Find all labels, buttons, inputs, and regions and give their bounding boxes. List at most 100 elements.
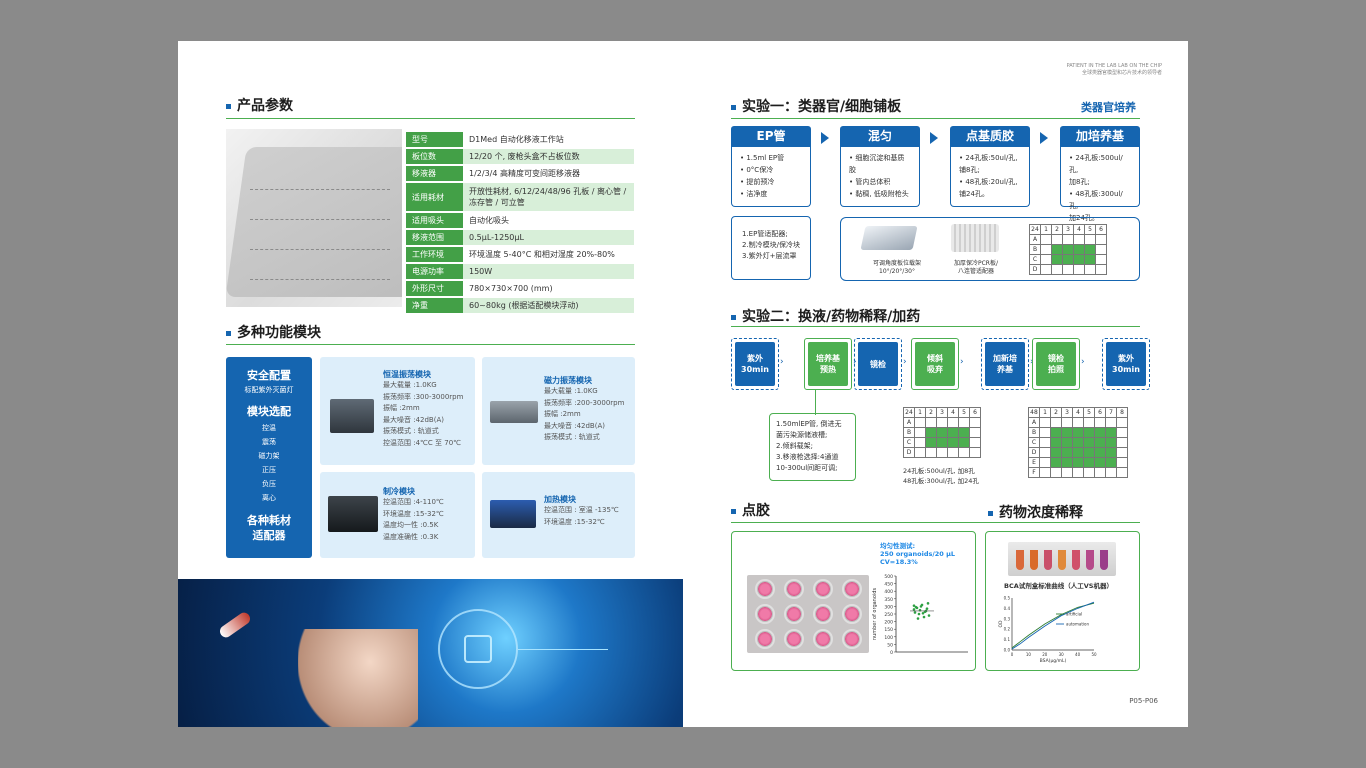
grid-row-label: E <box>1028 457 1040 468</box>
arrow-right-icon: › <box>780 357 784 367</box>
grid-row: A <box>903 417 981 428</box>
grid-well <box>958 417 970 428</box>
grid-col-label: 6 <box>1095 224 1107 235</box>
module-spec-line: 控温范围 :4-110℃ <box>383 498 444 506</box>
param-key: 移液范围 <box>406 230 463 245</box>
grid-row: B <box>1029 244 1107 255</box>
cooling-device-icon <box>328 496 378 532</box>
organoid-well <box>813 579 833 599</box>
hero-tech-image <box>178 579 683 727</box>
organoid-well <box>784 579 804 599</box>
scatter-point <box>914 605 918 609</box>
grid-well <box>1039 447 1051 458</box>
grid-well <box>925 447 937 458</box>
grid-well <box>1050 447 1062 458</box>
grid-col-label: 2 <box>1050 407 1062 418</box>
modules-heading: 多种功能模块 <box>226 322 321 342</box>
grid-well <box>936 427 948 438</box>
right-page: PATIENT IN THE LAB LAB ON THE CHIP 全球类器官… <box>683 41 1188 727</box>
consumable-title-b: 适配器 <box>252 529 286 542</box>
organoid-well <box>842 579 862 599</box>
flow-step-label: 镜检拍照 <box>1036 342 1076 386</box>
drug-heading: 药物浓度稀释 <box>988 502 1083 522</box>
param-value: D1Med 自动化移液工作站 <box>469 135 564 144</box>
option-item: 震荡 <box>262 438 276 446</box>
param-row: 适用吸头自动化吸头 <box>406 213 634 228</box>
grid-well <box>1084 264 1096 275</box>
grid-well <box>925 417 937 428</box>
grid-row: F <box>1028 467 1128 478</box>
bullet-icon <box>226 103 231 109</box>
grid-well <box>914 437 926 448</box>
arrow-right-icon: › <box>1030 357 1034 367</box>
grid-row-label: F <box>1028 467 1040 478</box>
organoid-well <box>755 629 775 649</box>
note-line: 3.紫外灯+层流罩 <box>742 252 797 260</box>
grid-well <box>925 427 937 438</box>
step-body: • 24孔板:50ul/孔, 铺8孔;• 48孔板:20ul/孔, 铺24孔。 <box>950 147 1030 207</box>
step-body: • 24孔板:500ul/孔, 加8孔;• 48孔板:300ul/孔, 加24孔… <box>1060 147 1140 222</box>
param-value: 150W <box>463 264 634 279</box>
grid-col-label: 6 <box>1094 407 1106 418</box>
grid-row-label: A <box>1029 234 1041 245</box>
grid-well <box>1072 447 1084 458</box>
scatter-point <box>912 604 916 607</box>
grid-well <box>1061 437 1073 448</box>
organoid-well-photo <box>747 575 869 653</box>
grid-well <box>958 437 970 448</box>
scatter-point <box>926 602 930 605</box>
grid-well <box>1051 264 1063 275</box>
note-line: 2.制冷模块/保冷块 <box>742 241 801 249</box>
scatter-point <box>920 603 924 607</box>
arrow-right-icon: › <box>903 357 907 367</box>
step-line: • 24孔板:500ul/孔, <box>1069 154 1123 174</box>
grid-well <box>1051 254 1063 265</box>
exp2-note-box: 1.50mlEP管, 倒进无菌污染源储液槽;2.倾斜载架;3.移液枪选择:4通道… <box>769 413 856 481</box>
y-tick-label: 0.0 <box>1004 648 1011 653</box>
grid-well <box>1051 234 1063 245</box>
grid-row-label: A <box>1028 417 1040 428</box>
grid-well <box>969 427 981 438</box>
dot-rule <box>731 522 1140 523</box>
y-tick-label: 350 <box>884 597 893 603</box>
option-item: 负压 <box>262 480 276 488</box>
grid-well <box>1094 427 1106 438</box>
grid-col-label: 4 <box>1072 407 1084 418</box>
x-tick-label: 30 <box>1059 652 1065 657</box>
exp2-heading: 实验二：换液/药物稀释/加药 <box>731 306 920 326</box>
grid-col-label: 8 <box>1116 407 1128 418</box>
step-title: 加培养基 <box>1060 126 1140 147</box>
flow-line-a: 紫外 <box>1118 354 1134 363</box>
flow-line-a: 倾斜 <box>927 354 943 363</box>
grid-col-label: 24 <box>1029 224 1041 235</box>
param-key: 电源功率 <box>406 264 463 279</box>
grid-well <box>947 437 959 448</box>
organoid-well <box>784 629 804 649</box>
flow-line-b: 拍照 <box>1048 365 1064 374</box>
arrow-right-icon: › <box>1081 357 1085 367</box>
step-card: 点基质胶• 24孔板:50ul/孔, 铺8孔;• 48孔板:20ul/孔, 铺2… <box>950 126 1030 207</box>
module-title: 恒温振荡模块 <box>383 370 431 379</box>
module-spec-line: 振幅 :2mm <box>383 404 420 412</box>
grid-well <box>1095 254 1107 265</box>
exp2-rule <box>731 326 1140 327</box>
option-item: 正压 <box>262 466 276 474</box>
grid-well <box>925 437 937 448</box>
y-tick-label: 0.3 <box>1004 616 1011 621</box>
grid-well <box>1062 254 1074 265</box>
grid-well <box>1040 254 1052 265</box>
